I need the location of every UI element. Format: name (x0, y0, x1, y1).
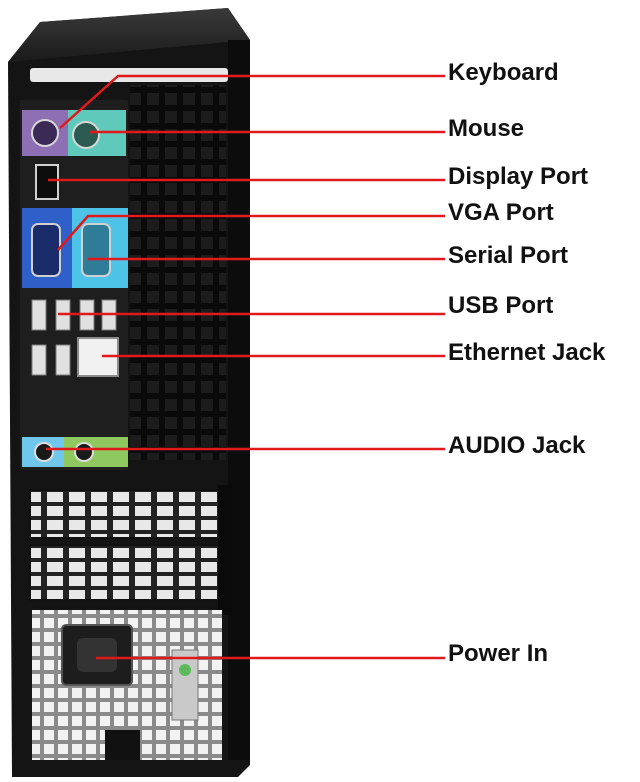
power-supply (32, 610, 222, 760)
label-usb-port: USB Port (448, 292, 554, 319)
expansion-slots (29, 485, 232, 615)
label-mouse: Mouse (448, 115, 525, 142)
rj45-connector-icon (77, 337, 119, 377)
audio-jacks (22, 437, 128, 467)
vga-serial-block (22, 208, 128, 288)
side-edge (228, 40, 250, 760)
serial-connector-icon (81, 223, 111, 277)
label-vga-port: VGA Port (448, 199, 554, 226)
audio-jack-icon (34, 442, 54, 462)
psu-test-led-icon (179, 664, 191, 676)
leader-line-keyboard (59, 74, 445, 129)
label-serial-port: Serial Port (448, 242, 569, 269)
label-display-port: Display Port (448, 163, 589, 190)
ps2-keyboard-port-icon (31, 119, 59, 147)
ventilation-grid (130, 85, 226, 460)
label-audio-jack: AUDIO Jack (448, 432, 586, 459)
label-keyboard: Keyboard (448, 59, 559, 86)
leader-line-vga-port (57, 214, 445, 251)
ps2-mouse-port-icon (72, 121, 100, 149)
leader-lines (46, 74, 445, 660)
usb-connector-icon (31, 299, 47, 331)
label-power-in: Power In (448, 640, 549, 667)
vga-connector-icon (31, 223, 61, 277)
label-ethernet-jack: Ethernet Jack (448, 339, 606, 366)
displayport-connector-icon (35, 164, 59, 200)
